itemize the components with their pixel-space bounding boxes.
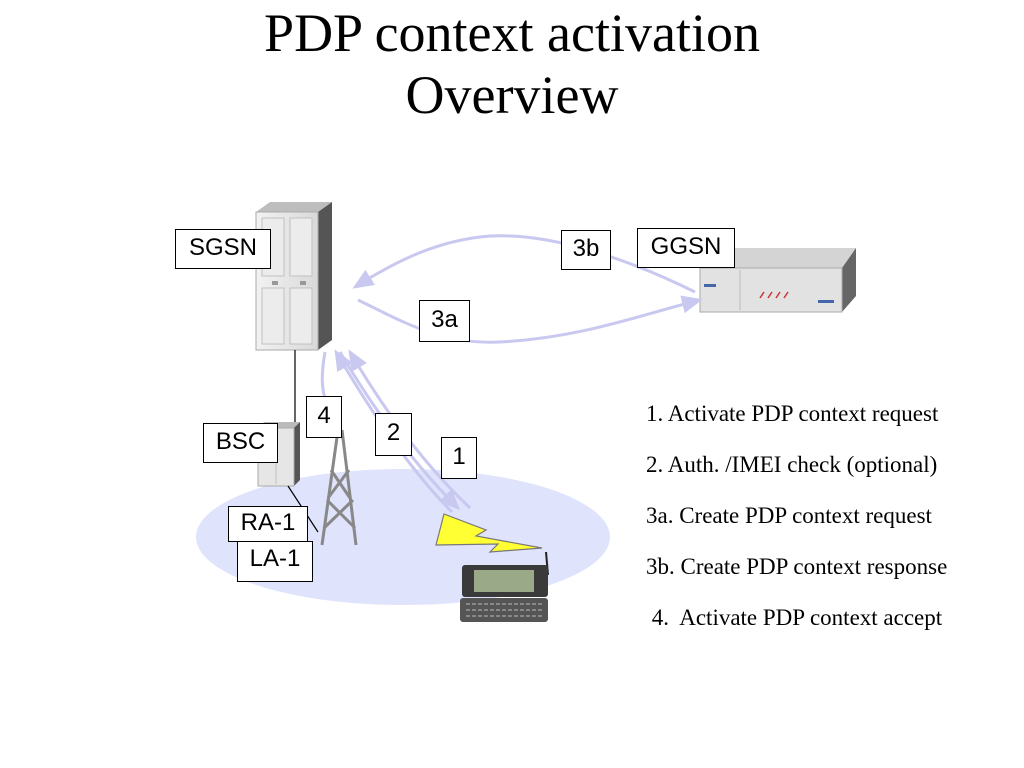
cell-tower-icon: [320, 429, 358, 546]
sgsn-label: SGSN: [175, 229, 271, 269]
bsc-label: BSC: [203, 423, 278, 463]
page-title: PDP context activation Overview: [0, 2, 1024, 126]
server-rack-icon: [255, 202, 332, 351]
title-line-1: PDP context activation: [264, 3, 760, 63]
legend-item-1: 1. Activate PDP context request: [646, 401, 939, 426]
legend-item-3a: 3a. Create PDP context request: [646, 503, 932, 528]
la-label: LA-1: [237, 541, 313, 582]
step-1-label: 1: [441, 437, 477, 479]
arrow-3b: [352, 234, 696, 294]
lightning-bolt-icon: [435, 513, 543, 553]
step-3b-label: 3b: [561, 230, 611, 270]
legend-item-2: 2. Auth. /IMEI check (optional): [646, 452, 938, 477]
step-legend: 1. Activate PDP context request 2. Auth.…: [646, 396, 947, 651]
ra-label: RA-1: [228, 506, 308, 542]
ggsn-label: GGSN: [637, 228, 735, 268]
router-box-icon: [699, 248, 856, 313]
step-2-label: 2: [375, 413, 412, 456]
legend-item-3b: 3b. Create PDP context response: [646, 554, 948, 579]
legend-item-4: 4. Activate PDP context accept: [646, 605, 943, 630]
step-4-label: 4: [306, 396, 342, 438]
arrow-3a: [357, 295, 703, 344]
step-3a-label: 3a: [419, 300, 470, 342]
mobile-device-icon: [460, 551, 549, 622]
title-line-2: Overview: [405, 65, 619, 125]
